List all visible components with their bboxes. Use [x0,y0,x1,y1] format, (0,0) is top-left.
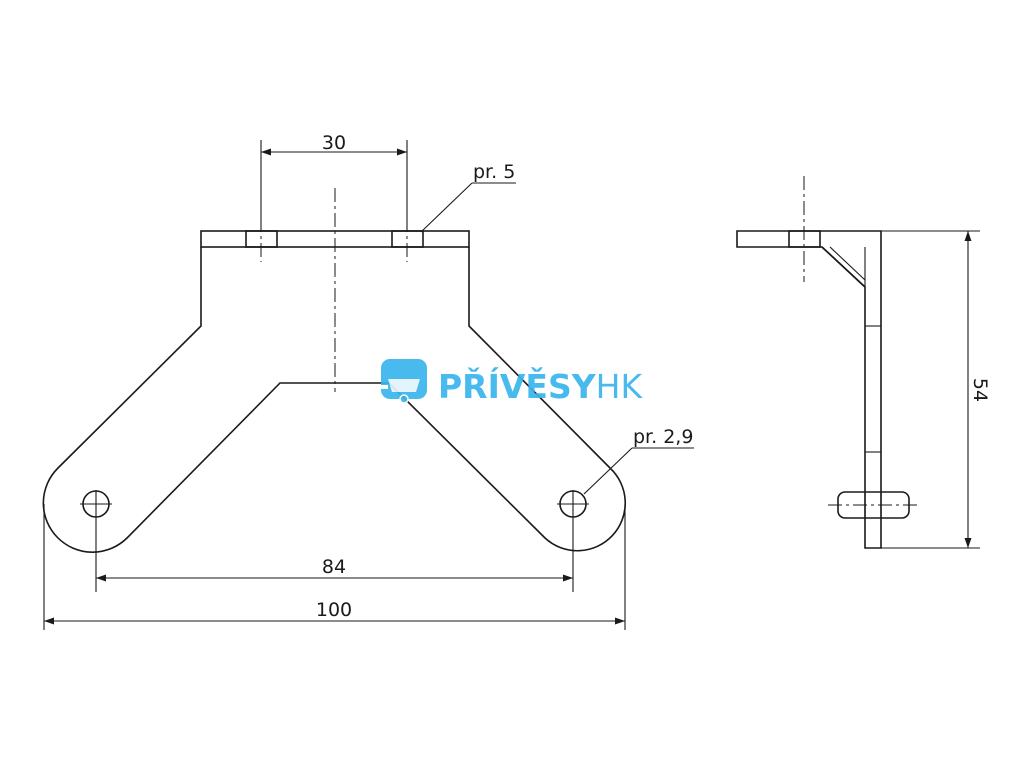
dimension-top-width: 30 [260,132,408,231]
side-gusset-line [821,246,866,288]
dimension-height: 54 [881,230,991,549]
logo-brand-main: PŘÍVĚSY [438,366,597,406]
trailer-logo-icon [380,359,427,404]
dimension-label-84: 84 [322,556,346,578]
dimension-label-54: 54 [969,378,991,402]
label-top-hole-diameter: pr. 5 [473,161,515,183]
leader-top-hole: pr. 5 [420,161,516,233]
side-flange [736,230,882,549]
label-bottom-hole-diameter: pr. 2,9 [633,426,693,448]
dimension-overall-width: 100 [43,504,626,630]
logo-watermark: PŘÍVĚSYHK [380,359,643,406]
dimension-hole-spacing: 84 [95,490,574,592]
dimension-label-30: 30 [322,132,346,154]
svg-text:PŘÍVĚSYHK: PŘÍVĚSYHK [438,366,643,406]
logo-brand-suffix: HK [596,367,644,406]
side-view [736,176,920,549]
side-gusset-inner [829,246,866,281]
dimension-label-100: 100 [316,599,352,621]
leader-bottom-hole: pr. 2,9 [583,426,694,495]
